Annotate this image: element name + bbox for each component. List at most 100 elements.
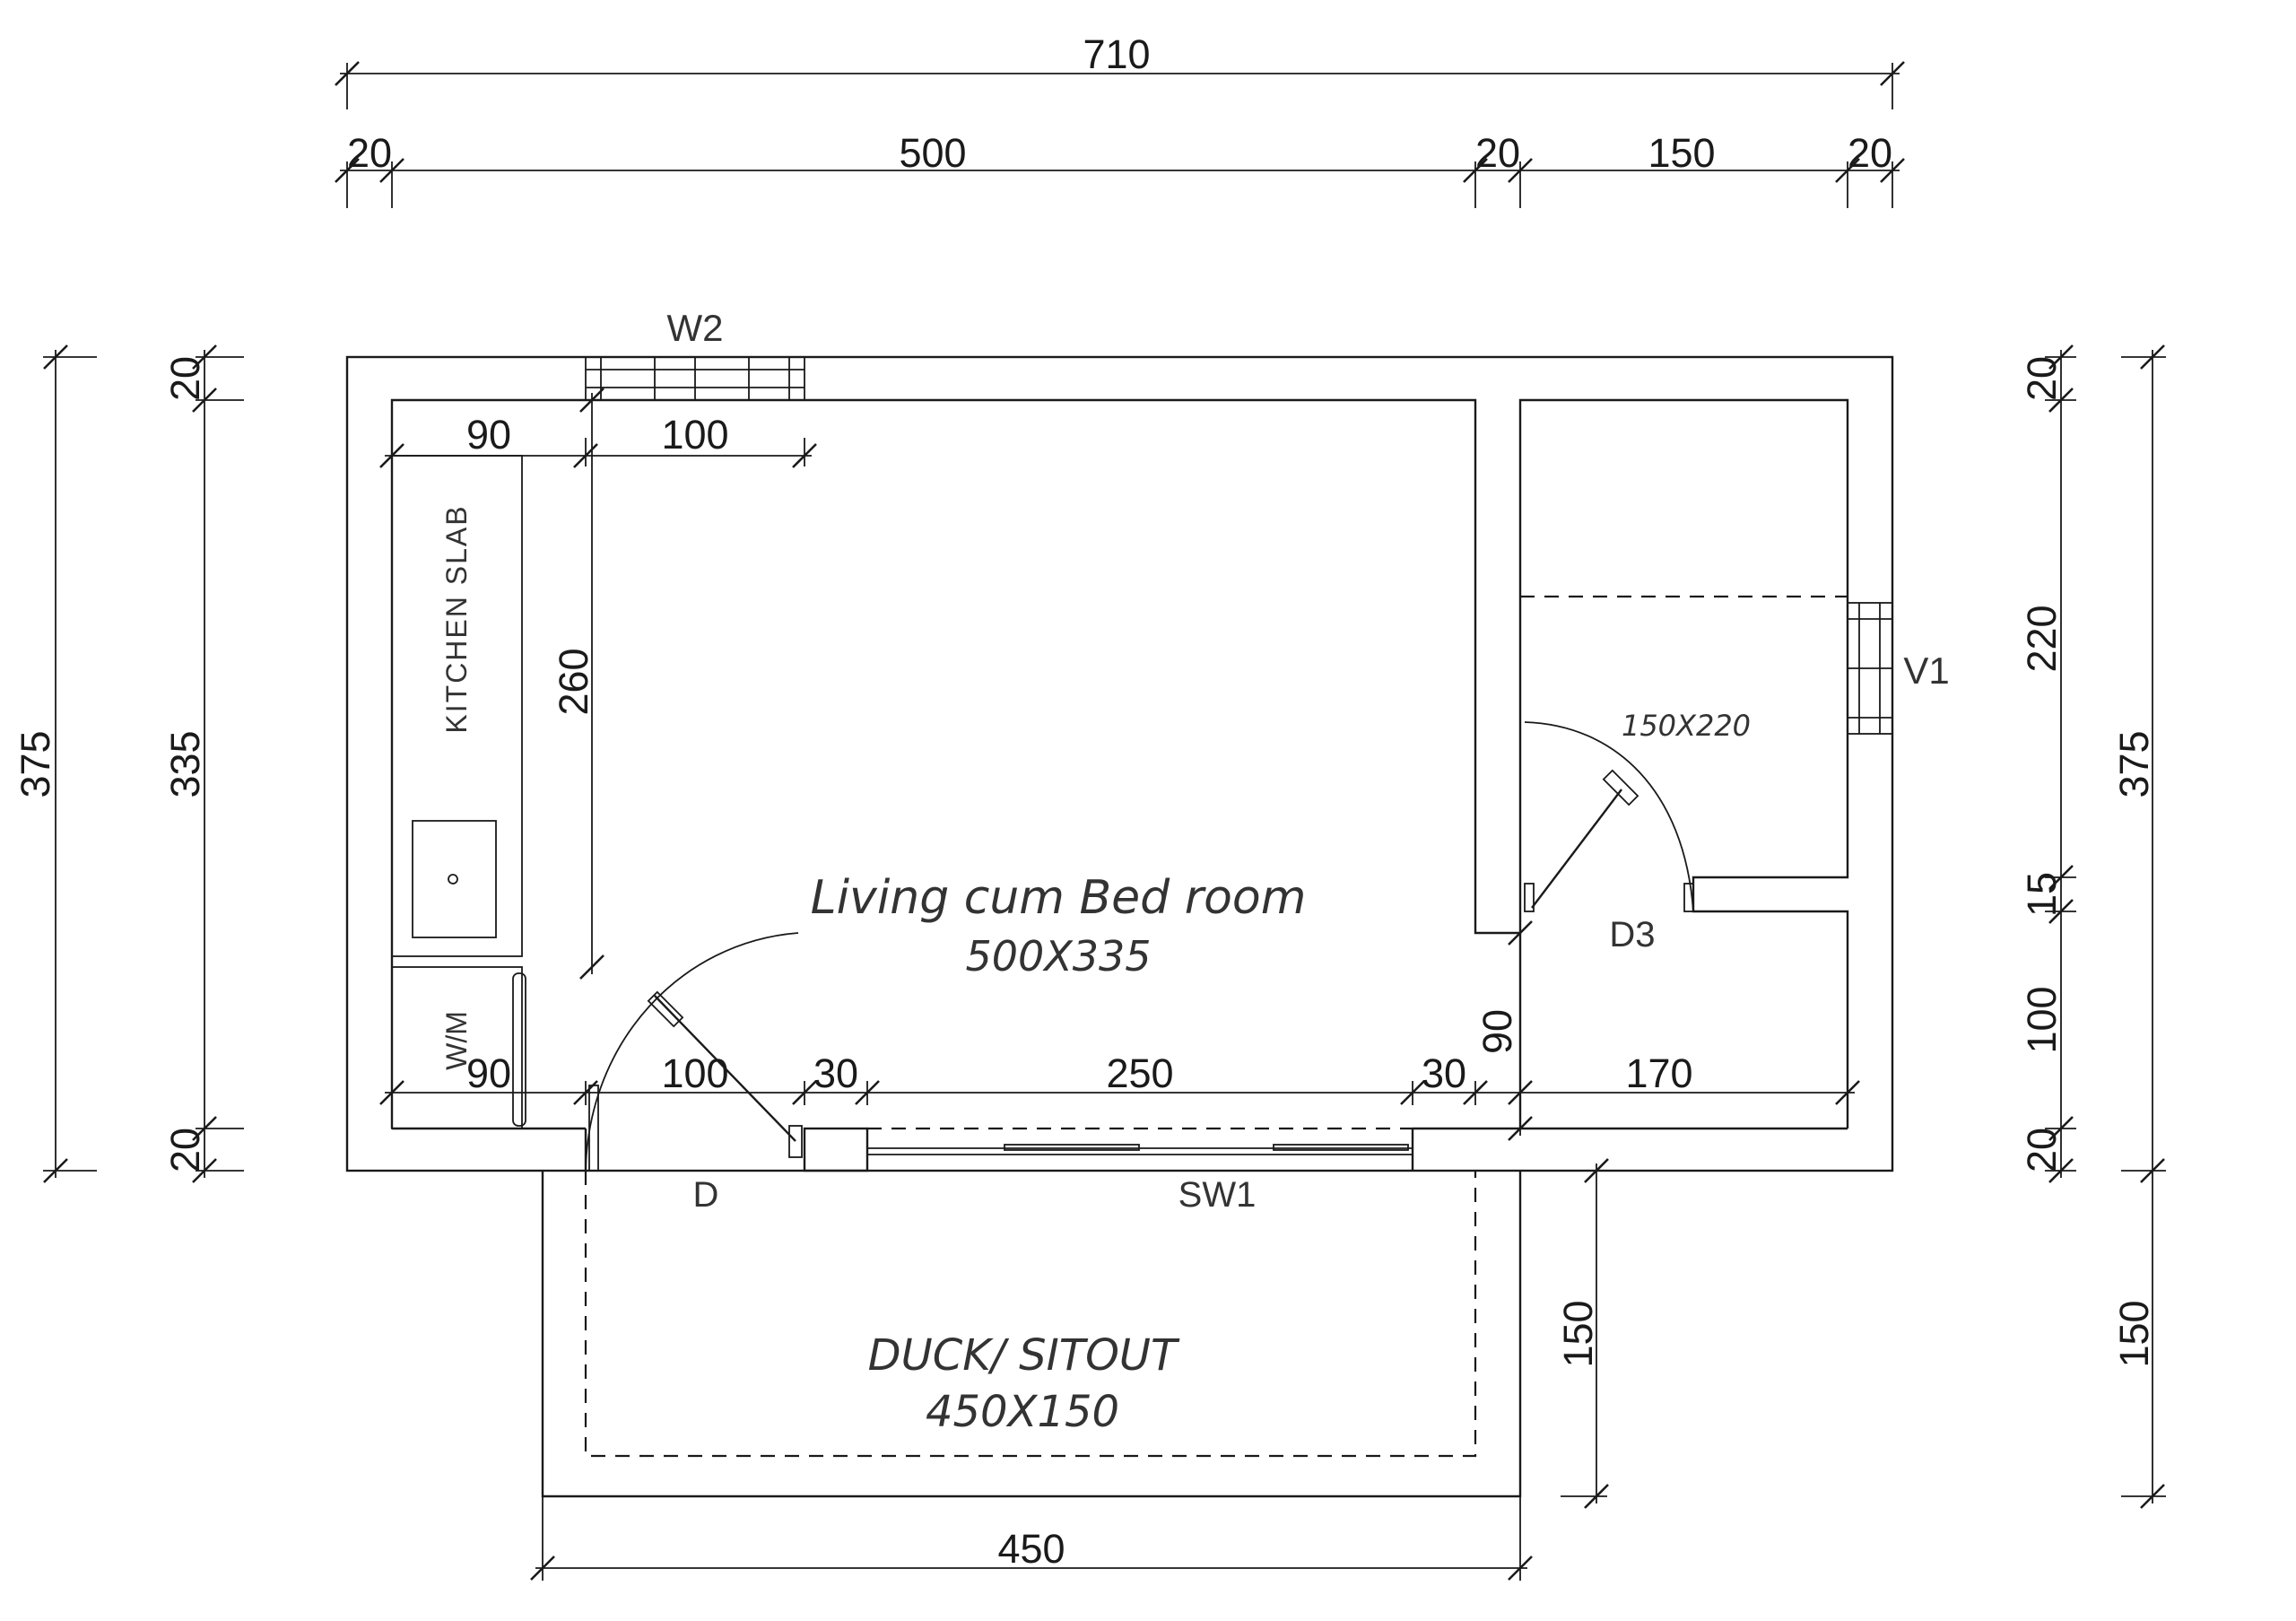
dim-inner-bottom-tick-0 (379, 1080, 404, 1105)
label-sitout-name: DUCK/ SITOUT (868, 1330, 1180, 1381)
dim-slab-length: 260 (551, 648, 596, 715)
toilet-door-d3 (1524, 721, 1694, 912)
dim-top-chain-tick-3 (1508, 158, 1533, 183)
dim-w2-width: 100 (661, 412, 728, 458)
sink-drain (448, 874, 458, 885)
dim-slab-width: 90 (466, 412, 511, 458)
dimension-lines (43, 61, 2166, 1581)
dim-right-chain-tick-5 (2048, 1158, 2074, 1183)
pier-left (803, 1127, 869, 1172)
dim-left-wall-top: 20 (162, 356, 208, 401)
dim-sitout-width-tick-0 (530, 1556, 555, 1581)
main-door-d (585, 932, 803, 1172)
dim-door-width: 100 (661, 1050, 728, 1096)
label-w2: W2 (667, 307, 724, 349)
dim-wash-width: 170 (1625, 1050, 1692, 1096)
dim-right-chain-tick-4 (2048, 1116, 2074, 1141)
dim-top-chain-tick-5 (1880, 158, 1905, 183)
dim-left-chain-tick-3 (192, 1158, 217, 1183)
sliding-window-sw1 (867, 1127, 1413, 1155)
dim-top-toilet: 150 (1648, 130, 1715, 176)
dim-inner-bottom-tick-1 (573, 1080, 598, 1105)
label-toilet-size: 150X220 (1622, 709, 1751, 743)
dim-top-living: 500 (899, 130, 966, 176)
dim-top-chain-tick-4 (1835, 158, 1860, 183)
dim-left-chain-tick-2 (192, 1116, 217, 1141)
dim-right-overall-tick-2 (2140, 1484, 2165, 1509)
dim-overall-height-right: 375 (2111, 730, 2157, 797)
dim-right-chain-tick-2 (2048, 865, 2074, 890)
sink (412, 820, 497, 938)
outer-wall (345, 355, 1894, 1172)
dim-inner-top-tick-2 (792, 443, 817, 468)
dim-right-chain-tick-0 (2048, 344, 2074, 370)
dim-wm-width: 90 (466, 1050, 511, 1096)
dim-wash-depth-tick-1 (1508, 1116, 1533, 1141)
dim-pier-left: 30 (813, 1050, 858, 1096)
label-door-d: D (693, 1175, 719, 1215)
dim-left-wall-bottom: 20 (162, 1128, 208, 1172)
dim-right-wall-top: 20 (2019, 356, 2065, 401)
dim-overall-height-left: 375 (13, 730, 58, 797)
dim-left-chain-tick-0 (192, 344, 217, 370)
dim-right-toilet: 220 (2019, 605, 2065, 672)
dim-inner-bottom-tick-7 (1835, 1080, 1860, 1105)
dim-top-chain-tick-2 (1463, 158, 1488, 183)
dim-sitout-width-tick-1 (1508, 1556, 1533, 1581)
label-d3: D3 (1609, 915, 1655, 954)
dim-slab-length-tick-1 (579, 954, 604, 980)
dim-right-overall-tick-1 (2140, 1158, 2165, 1183)
ventilator-v1 (1847, 602, 1893, 735)
dim-inner-bottom-tick-5 (1463, 1080, 1488, 1105)
washing-machine (391, 966, 526, 1129)
dim-inner-top-tick-1 (573, 443, 598, 468)
label-wm: W/M (440, 1011, 473, 1070)
dim-top-chain-tick-0 (335, 158, 360, 183)
dim-inner-bottom-tick-2 (792, 1080, 817, 1105)
dim-overall-top-tick-1 (1880, 61, 1905, 86)
room-labels: W2 V1 KITCHEN SLAB W/M Living cum Bed ro… (440, 307, 1950, 1437)
dim-left-overall-tick-1 (43, 1158, 68, 1183)
dim-overall-width: 710 (1083, 31, 1150, 77)
label-sitout-size: 450X150 (926, 1387, 1119, 1437)
sitout (541, 1171, 1522, 1498)
dim-right-chain-tick-3 (2048, 899, 2074, 924)
dim-inner-bottom-tick-4 (1400, 1080, 1425, 1105)
window-w2 (585, 356, 805, 401)
dim-inner-height: 335 (162, 730, 208, 797)
dim-inner-top-tick-0 (379, 443, 404, 468)
dim-left-chain-tick-1 (192, 388, 217, 413)
dim-right-wall-bottom: 20 (2019, 1128, 2065, 1172)
dim-top-chain-tick-1 (379, 158, 404, 183)
label-kitchen-slab: KITCHEN SLAB (440, 504, 473, 733)
toilet-inner-wall (1518, 398, 1849, 1129)
label-room-name: Living cum Bed room (811, 871, 1307, 925)
dim-inner-bottom-tick-3 (855, 1080, 880, 1105)
dim-top-wall-right: 20 (1848, 130, 1892, 176)
dim-wash-depth: 90 (1474, 1009, 1520, 1054)
dim-right-chain-tick-1 (2048, 388, 2074, 413)
dim-sitout-depth-inner: 150 (1555, 1300, 1601, 1367)
dim-slab-length-tick-0 (579, 388, 604, 413)
dim-sitout-depth-outer: 150 (2111, 1300, 2157, 1367)
dim-right-wash: 100 (2019, 986, 2065, 1053)
dim-overall-top-tick-0 (335, 61, 360, 86)
label-sw1: SW1 (1178, 1175, 1257, 1215)
dim-right-partition: 15 (2019, 872, 2065, 917)
dim-sw1-width: 250 (1106, 1050, 1173, 1096)
dim-top-wall-left: 20 (347, 130, 392, 176)
label-v1: V1 (1903, 649, 1949, 692)
dim-left-overall-tick-0 (43, 344, 68, 370)
dim-sitout-depth-tick-0 (1584, 1158, 1609, 1183)
dim-right-overall-tick-0 (2140, 344, 2165, 370)
living-inner-wall (390, 398, 1520, 1129)
dim-top-wall-mid: 20 (1475, 130, 1520, 176)
walls (345, 355, 1894, 1172)
dim-sitout-width: 450 (997, 1526, 1065, 1572)
label-room-size: 500X335 (965, 932, 1151, 980)
dimension-labels: 710 20 500 20 150 20 375 335 20 20 20 22… (13, 31, 2157, 1572)
dim-pier-right: 30 (1422, 1050, 1466, 1096)
dim-wash-depth-tick-0 (1508, 920, 1533, 946)
dim-sitout-depth-tick-1 (1584, 1484, 1609, 1509)
